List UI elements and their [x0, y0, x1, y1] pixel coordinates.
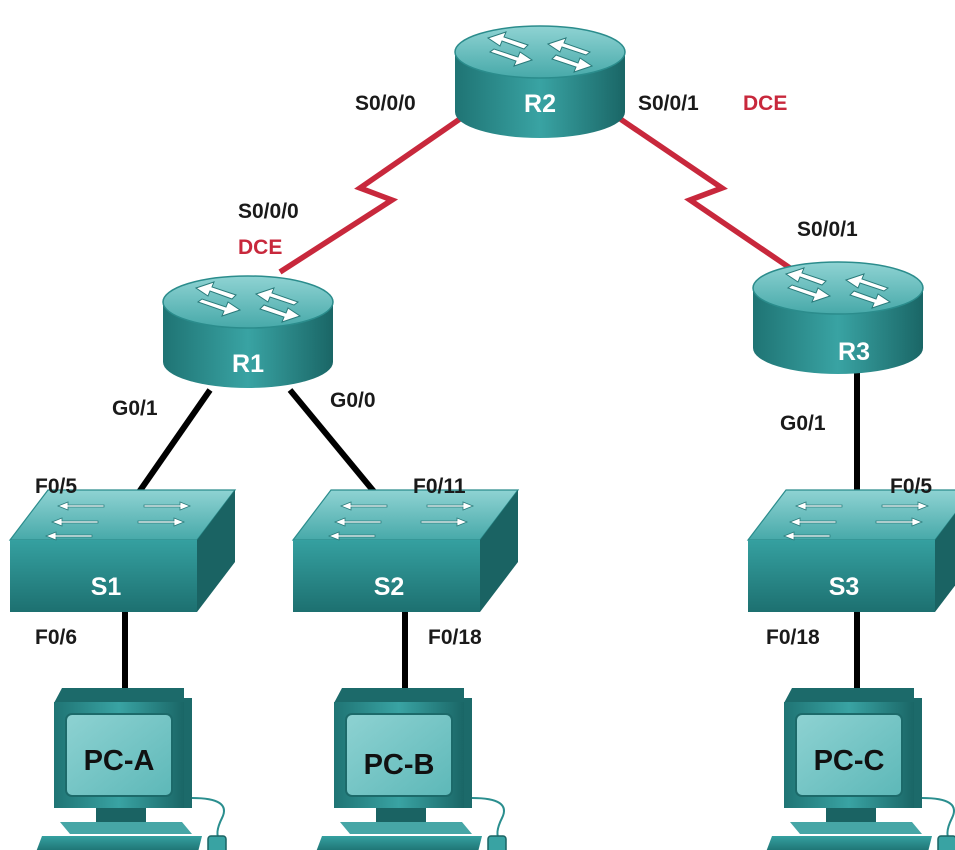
switch-s3-label: S3 [829, 573, 860, 601]
port-label-s2-f018: F0/18 [428, 626, 482, 649]
port-label-r1-g00: G0/0 [330, 389, 376, 412]
switch-s1[interactable]: S1 [9, 489, 236, 613]
pc-a-label: PC-A [84, 745, 155, 777]
ethernet-link-r1-s1 [127, 388, 213, 507]
router-r2[interactable]: R2 [454, 25, 626, 139]
pc-c[interactable]: PC-C [765, 687, 955, 850]
switch-icon [292, 489, 519, 613]
port-label-s2-f011: F0/11 [413, 475, 466, 498]
port-label-r3-g01: G0/1 [780, 412, 826, 435]
pc-c-label: PC-C [814, 745, 885, 777]
port-label-s1-f06: F0/6 [35, 626, 77, 649]
router-r3[interactable]: R3 [752, 261, 924, 375]
dce-label-r1: DCE [238, 236, 282, 259]
pc-b-label: PC-B [364, 749, 435, 781]
router-icon [454, 25, 626, 139]
router-r3-label: R3 [838, 338, 870, 366]
port-label-r3-s001: S0/0/1 [797, 218, 858, 241]
dce-label-r2: DCE [743, 92, 787, 115]
port-label-r2-s001: S0/0/1 [638, 92, 699, 115]
router-r1-label: R1 [232, 350, 264, 378]
switch-s1-label: S1 [91, 573, 122, 601]
router-r1[interactable]: R1 [162, 275, 334, 389]
switch-s2[interactable]: S2 [292, 489, 519, 613]
port-label-s3-f05: F0/5 [890, 475, 932, 498]
port-label-r1-s000: S0/0/0 [238, 200, 299, 223]
port-label-r1-g01: G0/1 [112, 397, 158, 420]
switch-icon [9, 489, 236, 613]
serial-link-r2-r3 [608, 109, 792, 271]
pc-b[interactable]: PC-B [315, 687, 507, 850]
router-r2-label: R2 [524, 90, 556, 118]
pc-a[interactable]: PC-A [35, 687, 227, 850]
switch-s2-label: S2 [374, 573, 405, 601]
port-label-r2-s000: S0/0/0 [355, 92, 416, 115]
ethernet-link-r1-s2 [287, 388, 388, 507]
switch-s3[interactable]: S3 [747, 489, 955, 613]
port-label-s3-f018: F0/18 [766, 626, 820, 649]
port-label-s1-f05: F0/5 [35, 475, 77, 498]
serial-link-r2-r1 [278, 109, 472, 275]
